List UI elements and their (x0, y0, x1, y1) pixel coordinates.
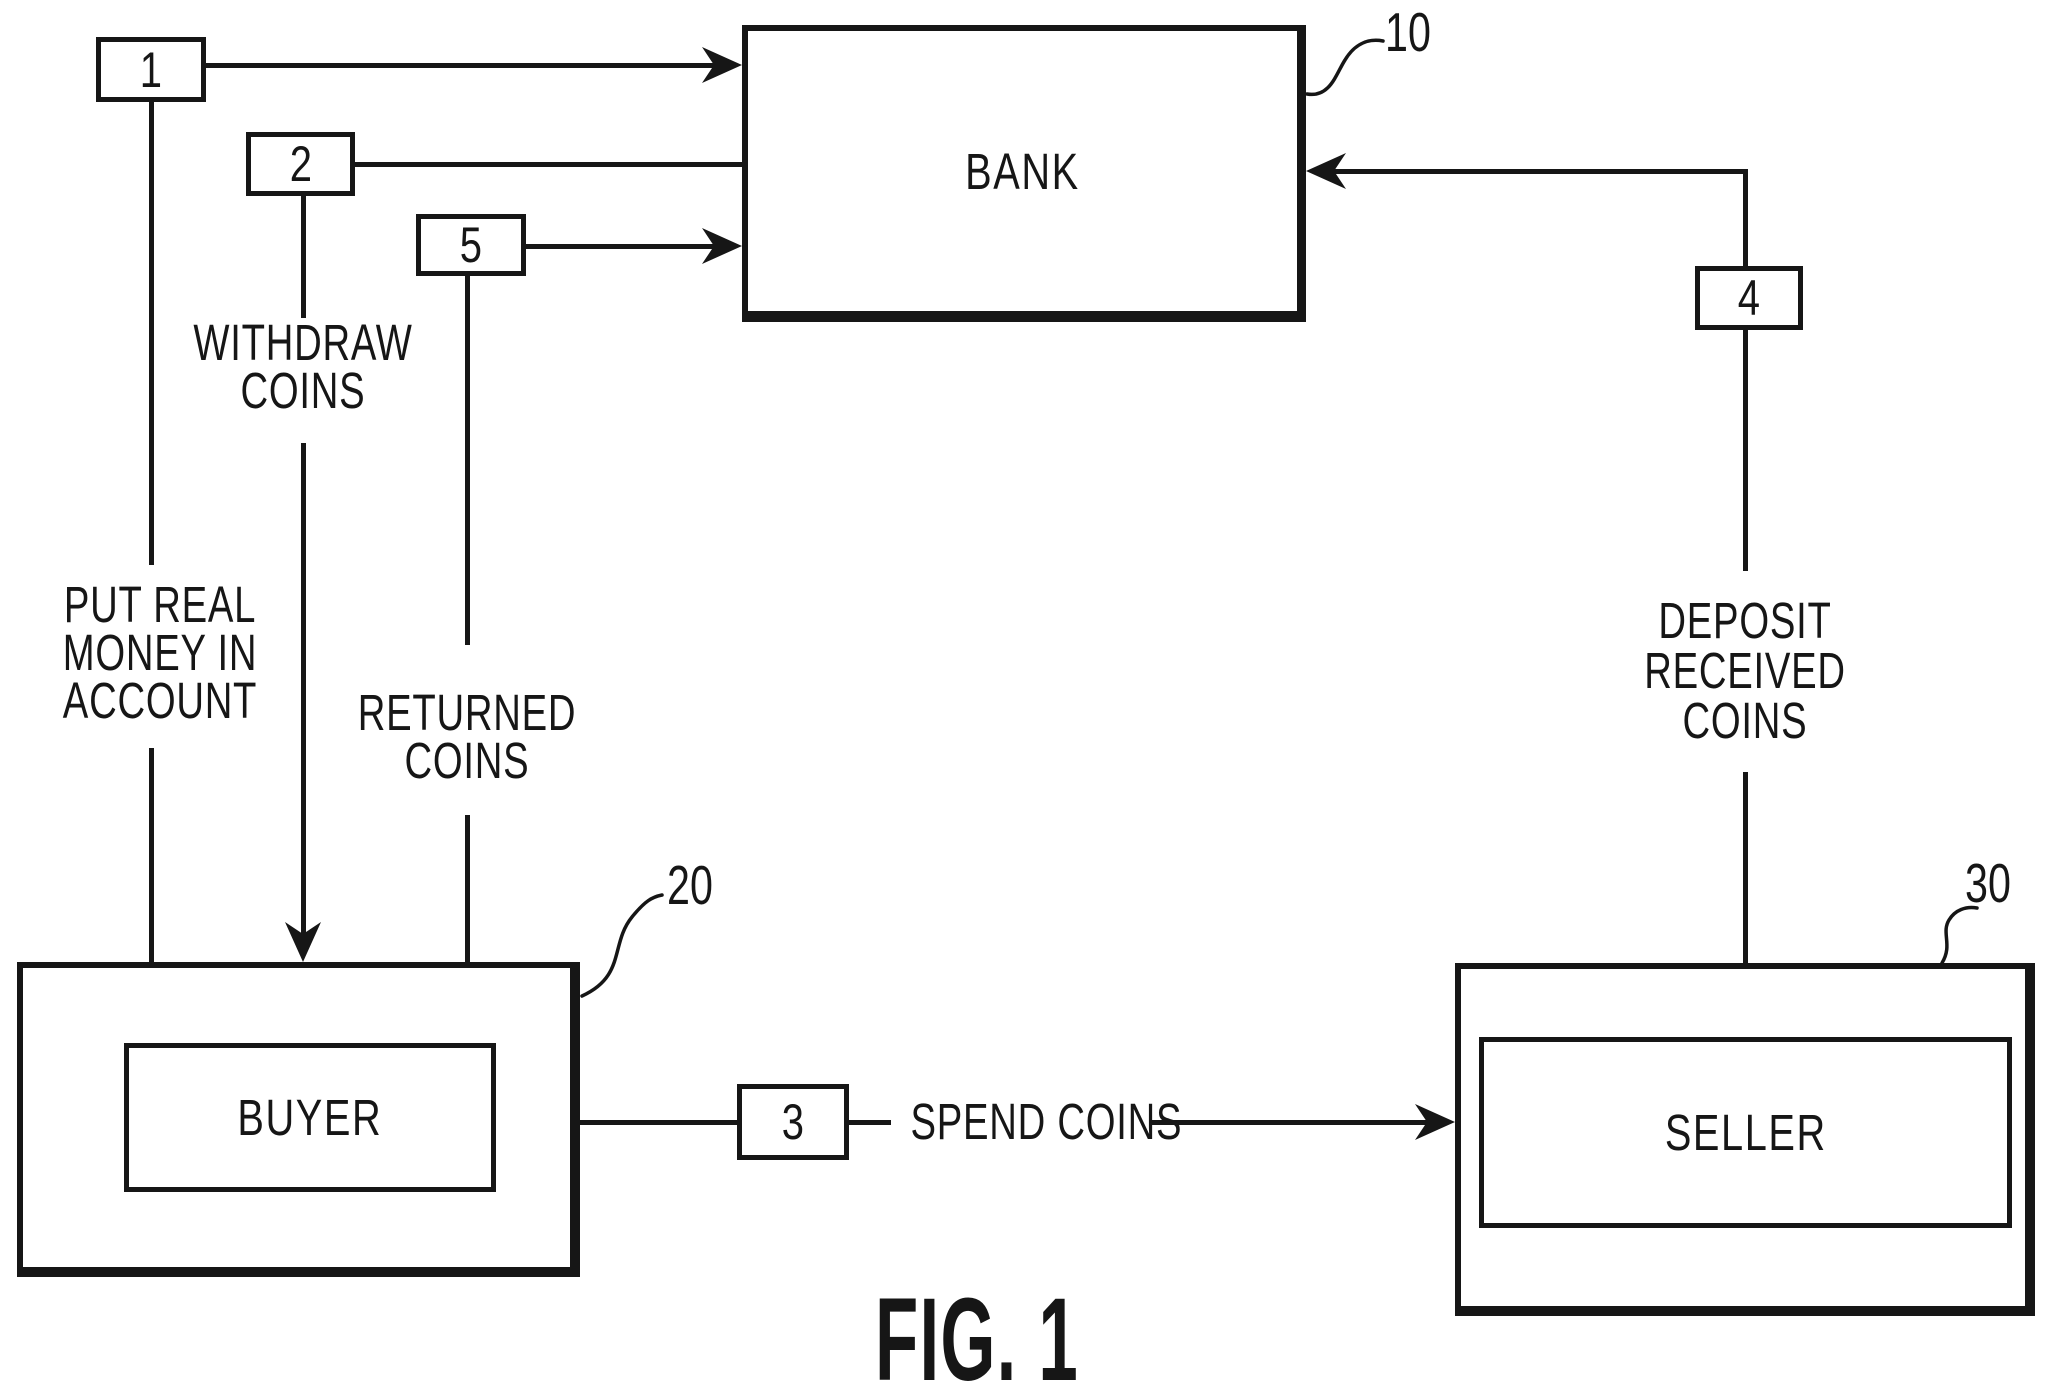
spend-coins-label: SPEND COINS (910, 1093, 1183, 1150)
leader-curve-ref-20 (580, 893, 664, 998)
arrowhead-into-bank-step1 (702, 47, 742, 83)
line-returned-lower (465, 815, 470, 962)
seller-inner-box: SELLER (1479, 1037, 2012, 1228)
leader-curve-ref-30 (1940, 905, 1979, 965)
line-step5-to-bank (526, 244, 716, 249)
withdraw-coins-label: WITHDRAW COINS (193, 314, 413, 419)
put-real-money-label: PUT REAL MONEY IN ACCOUNT (62, 576, 258, 729)
ref-20-label: 20 (667, 854, 713, 916)
ref-30-label: 30 (1965, 852, 2011, 914)
line-spend-mid (849, 1120, 891, 1125)
step-1-number: 1 (139, 41, 163, 98)
returned-coins-label: RETURNED COINS (357, 684, 577, 789)
line-put-money-upper (149, 102, 154, 565)
line-deposit-horizontal (1334, 169, 1748, 174)
bank-box: BANK (742, 25, 1306, 322)
line-step2-to-bank (355, 162, 742, 167)
line-deposit-lower (1743, 772, 1748, 963)
buyer-inner-box: BUYER (124, 1043, 496, 1192)
step-5-number: 5 (459, 217, 483, 273)
arrowhead-into-bank-step5 (702, 228, 742, 264)
step-1-box: 1 (96, 37, 206, 102)
line-withdraw-lower (301, 443, 306, 936)
deposit-received-coins-label: DEPOSIT RECEIVED COINS (1644, 592, 1846, 749)
step-3-number: 3 (781, 1094, 805, 1150)
step-5-box: 5 (416, 214, 526, 276)
line-spend-right (1152, 1120, 1429, 1125)
leader-curve-ref-10 (1305, 38, 1385, 97)
line-put-money-lower (149, 748, 154, 962)
seller-label: SELLER (1664, 1104, 1827, 1161)
step-4-box: 4 (1695, 266, 1803, 330)
line-returned-upper (465, 276, 470, 645)
line-withdraw-upper (301, 196, 306, 318)
line-step1-to-bank (206, 63, 716, 68)
step-4-number: 4 (1737, 270, 1761, 326)
arrowhead-into-bank-deposit (1306, 153, 1346, 189)
step-2-box: 2 (246, 132, 355, 196)
step-2-number: 2 (289, 136, 312, 192)
arrowhead-into-buyer-withdraw (285, 922, 321, 962)
ref-10-label: 10 (1385, 1, 1431, 63)
step-3-box: 3 (737, 1084, 849, 1160)
buyer-label: BUYER (237, 1089, 383, 1146)
arrowhead-into-seller-spend (1415, 1104, 1455, 1140)
bank-label: BANK (965, 142, 1080, 200)
line-deposit-upper (1743, 169, 1748, 266)
figure-caption: FIG. 1 (875, 1274, 1079, 1391)
line-deposit-mid (1743, 330, 1748, 571)
line-spend-left (580, 1120, 737, 1125)
